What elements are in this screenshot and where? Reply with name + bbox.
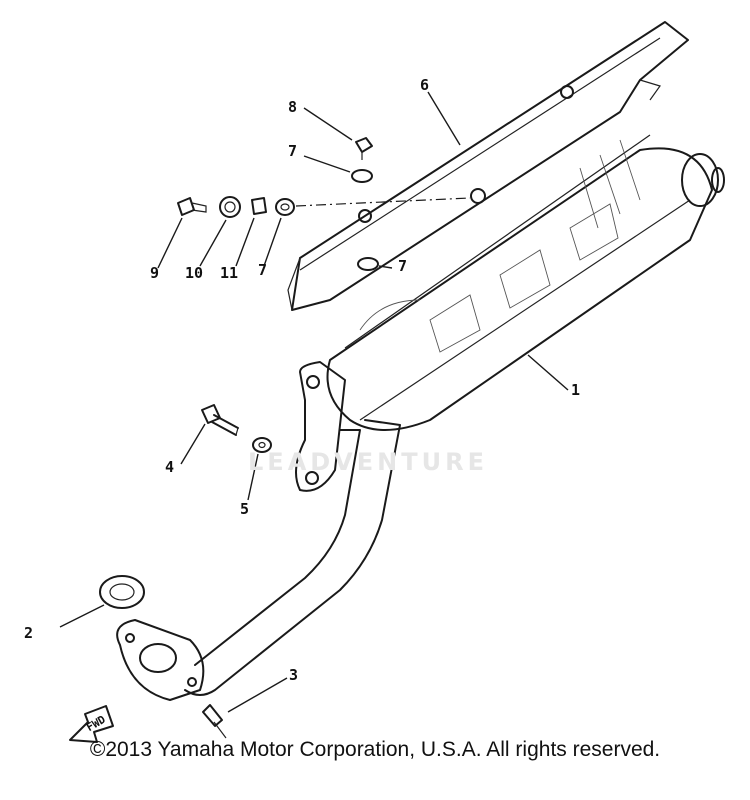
bolt-3 <box>202 704 227 739</box>
washer-7-left <box>275 198 295 216</box>
gasket <box>99 575 145 609</box>
callout-11: 11 <box>220 264 239 282</box>
exhaust-pipe <box>116 419 401 701</box>
collar-10 <box>219 196 241 218</box>
callout-10: 10 <box>185 264 204 282</box>
callout-5: 5 <box>240 500 250 518</box>
copyright-notice: ©2013 Yamaha Motor Corporation, U.S.A. A… <box>89 738 661 761</box>
callout-2: 2 <box>24 624 34 642</box>
bolt-4 <box>201 404 239 436</box>
muffler <box>295 134 725 492</box>
nut-8 <box>355 137 373 153</box>
washer-5 <box>252 437 272 453</box>
washer-7-top <box>351 169 373 183</box>
bolt-9 <box>177 197 207 216</box>
callout-3: 3 <box>289 666 299 684</box>
fwd-arrow <box>69 705 114 743</box>
callout-7-left: 7 <box>258 261 268 279</box>
callout-8: 8 <box>288 98 298 116</box>
grommet-11 <box>251 197 267 215</box>
callout-4: 4 <box>165 458 175 476</box>
callout-9: 9 <box>150 264 160 282</box>
callout-6: 6 <box>420 76 430 94</box>
callout-7-top: 7 <box>288 142 298 160</box>
callout-7-lower: 7 <box>398 257 408 275</box>
callout-1: 1 <box>571 381 581 399</box>
watermark: LEADVENTURE <box>248 448 488 476</box>
washer-7-lower <box>357 257 379 271</box>
muffler-protector <box>287 21 689 311</box>
